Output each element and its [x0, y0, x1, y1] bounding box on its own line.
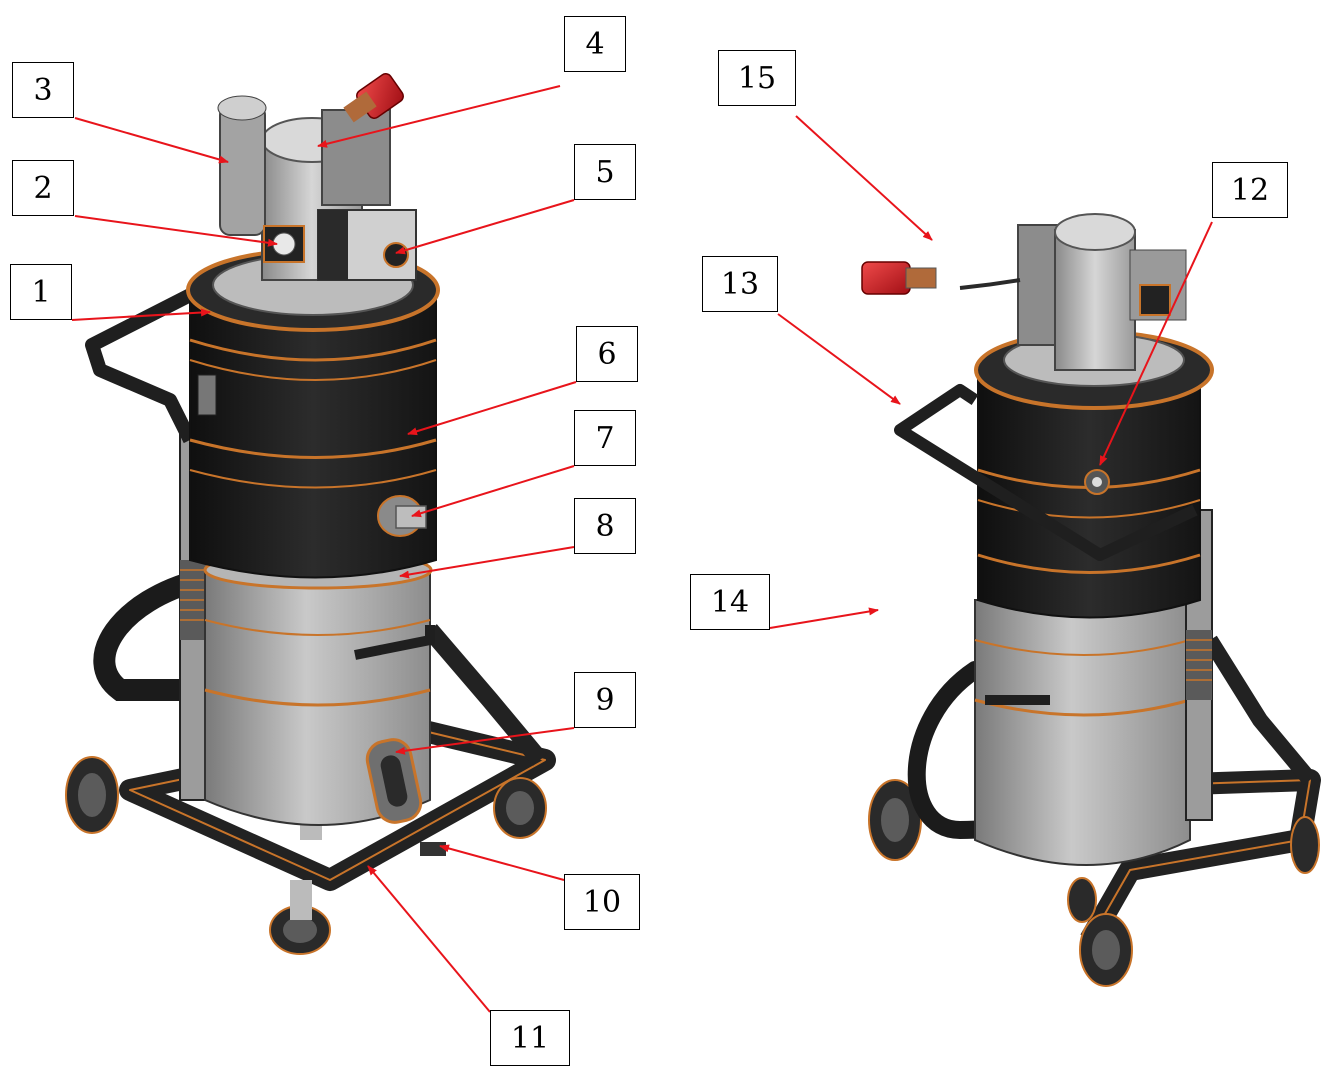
- callout-10-label: 10: [582, 884, 622, 920]
- right-power-plug: [861, 261, 937, 295]
- callout-2-label: 2: [33, 170, 53, 206]
- callout-11-label: 11: [510, 1020, 550, 1056]
- inspection-window: [365, 738, 423, 824]
- arrow-10: [439, 844, 565, 881]
- callout-3: 3: [12, 62, 74, 118]
- rear-port: [1084, 469, 1110, 495]
- arrow-14: [769, 607, 879, 629]
- arrow-7: [411, 465, 575, 518]
- left-wheel-right: [493, 777, 547, 839]
- arrow-1: [71, 308, 211, 321]
- callout-8-label: 8: [595, 508, 615, 544]
- callout-9-label: 9: [595, 682, 615, 718]
- callout-6: 6: [576, 326, 638, 382]
- arrow-13: [777, 313, 901, 405]
- arrow-8: [399, 546, 575, 579]
- right-wheel-right: [1290, 816, 1320, 874]
- callout-10: 10: [564, 874, 640, 930]
- control-box: [317, 209, 417, 281]
- callout-15: 15: [718, 50, 796, 106]
- left-vacuum-unit: [65, 73, 556, 955]
- callout-14-label: 14: [710, 584, 750, 620]
- left-wheel-back-left: [65, 756, 119, 834]
- callout-13-label: 13: [720, 266, 760, 302]
- arrow-9: [395, 727, 575, 755]
- arrow-12: [1099, 221, 1213, 466]
- right-wheel-front: [1079, 913, 1133, 987]
- callout-7-label: 7: [595, 420, 615, 456]
- callout-7: 7: [574, 410, 636, 466]
- callout-2: 2: [12, 160, 74, 216]
- callout-5: 5: [574, 144, 636, 200]
- callout-6-label: 6: [597, 336, 617, 372]
- callout-15-label: 15: [737, 60, 777, 96]
- callout-12-label: 12: [1230, 172, 1270, 208]
- callout-arrows: [71, 85, 1213, 1013]
- right-wheel-left: [868, 779, 922, 861]
- left-power-plug: [343, 73, 404, 123]
- arrow-6: [407, 381, 577, 436]
- filter-cleaner: [217, 95, 267, 236]
- callout-4-label: 4: [585, 26, 605, 62]
- right-motor-housing: [1017, 213, 1187, 371]
- callout-4: 4: [564, 16, 626, 72]
- callout-8: 8: [574, 498, 636, 554]
- callout-3-label: 3: [33, 72, 53, 108]
- callout-14: 14: [690, 574, 770, 630]
- arrow-5: [395, 199, 575, 255]
- arrow-3: [74, 117, 229, 164]
- callout-1: 1: [10, 264, 72, 320]
- callout-11: 11: [490, 1010, 570, 1066]
- right-wheel-mid: [1067, 877, 1097, 923]
- callout-5-label: 5: [595, 154, 615, 190]
- callout-12: 12: [1212, 162, 1288, 218]
- callout-13: 13: [702, 256, 778, 312]
- arrow-11: [367, 865, 491, 1013]
- arrow-15: [795, 115, 933, 241]
- callout-9: 9: [574, 672, 636, 728]
- callout-1-label: 1: [31, 274, 51, 310]
- right-vacuum-unit: [861, 213, 1321, 987]
- arrow-4: [317, 85, 561, 148]
- arrow-2: [74, 215, 278, 247]
